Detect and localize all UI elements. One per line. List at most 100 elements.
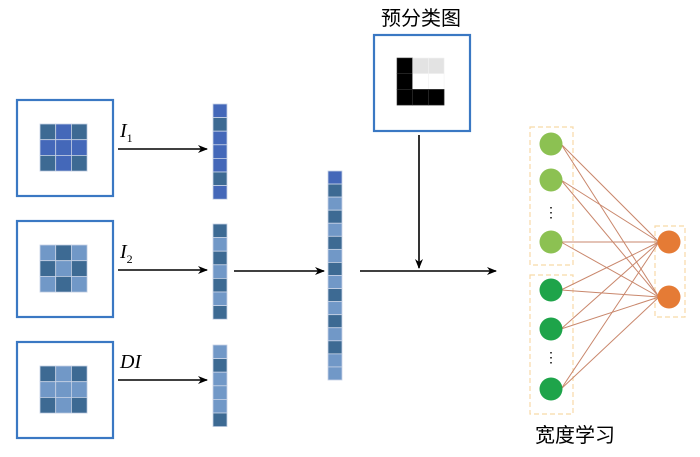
- input-vectors: [212, 103, 228, 428]
- network-edge: [560, 179, 660, 243]
- preclass-cell: [428, 57, 445, 74]
- feature-node: [539, 168, 563, 192]
- label-subscript: 1: [127, 131, 133, 145]
- preclass-cell: [396, 89, 413, 106]
- network-edge: [560, 296, 660, 330]
- network-edge: [560, 241, 660, 291]
- vector-cell-i1: [212, 157, 228, 173]
- vector-cell-i2: [212, 237, 228, 252]
- vector-cell-i1: [212, 171, 228, 187]
- label-subscript: 2: [127, 252, 133, 266]
- vector-cell-di: [212, 371, 228, 387]
- concat-vector-cell: [327, 262, 343, 276]
- vector-cell-di: [212, 412, 228, 428]
- vector-cell-i2: [212, 250, 228, 266]
- broad-learning-title: 宽度学习: [535, 423, 615, 447]
- vector-cell-di: [212, 358, 228, 373]
- preclass-cell: [412, 73, 429, 90]
- feature-group-box: [529, 126, 574, 266]
- vector-cell-i1: [212, 117, 228, 132]
- preclass-cell: [428, 73, 445, 90]
- vector-cell-i2: [212, 264, 228, 279]
- vector-cell-i2: [212, 291, 228, 307]
- concat-vector-cell: [327, 248, 343, 263]
- network-edge: [560, 143, 660, 298]
- concat-vector-cell: [327, 353, 343, 368]
- preclass-cell: [412, 57, 429, 74]
- output-node: [657, 285, 681, 309]
- preclass-cell: [412, 89, 429, 106]
- label-i2: I2: [119, 241, 133, 266]
- vector-cell-i2: [212, 305, 228, 320]
- concat-vector-cell: [327, 340, 343, 355]
- input-cell-di: [71, 396, 88, 414]
- concatenated-feature-vector: [327, 170, 343, 381]
- network-edges: [560, 143, 660, 390]
- input-cell-di: [71, 381, 88, 398]
- input-cell-i1: [39, 123, 57, 141]
- input-cell-di: [55, 381, 72, 398]
- network-edge: [560, 289, 660, 298]
- preclass-cell: [428, 89, 445, 106]
- input-cell-i1: [39, 154, 57, 172]
- vector-cell-i1: [212, 103, 228, 119]
- input-cell-di: [71, 365, 88, 383]
- label-i1: I1: [119, 120, 133, 145]
- network-edge: [560, 143, 660, 243]
- ellipsis-group2: ⋮: [544, 350, 558, 366]
- input-cell-i1: [55, 154, 72, 172]
- concat-vector-cell: [327, 170, 343, 185]
- concat-vector-cell: [327, 366, 343, 381]
- enhancement-node: [539, 317, 563, 341]
- input-cell-i1: [71, 123, 88, 141]
- input-cell-i2: [71, 260, 88, 277]
- preclass-title: 预分类图: [381, 6, 461, 30]
- concat-vector-cell: [327, 288, 343, 303]
- input-cell-di: [55, 365, 72, 383]
- input-cell-i2: [39, 244, 57, 262]
- input-images: [15, 98, 115, 440]
- concat-vector-cell: [327, 196, 343, 211]
- input-cell-i2: [39, 260, 57, 277]
- input-cell-i2: [55, 260, 72, 277]
- input-cell-i1: [71, 139, 88, 156]
- vector-cell-i1: [212, 185, 228, 200]
- concat-vector-cell: [327, 222, 343, 237]
- concat-vector-cell: [327, 327, 343, 342]
- input-cell-i1: [71, 154, 88, 172]
- concat-vector-cell: [327, 275, 343, 289]
- input-cell-i2: [55, 275, 72, 293]
- output-node: [657, 230, 681, 254]
- vector-cell-di: [212, 385, 228, 400]
- network-edge: [560, 179, 660, 298]
- enhancement-node: [539, 278, 563, 302]
- network-edge: [560, 241, 660, 390]
- network-edge: [560, 241, 660, 298]
- vector-cell-i1: [212, 144, 228, 159]
- concat-vector-cell: [327, 301, 343, 316]
- input-cell-di: [39, 396, 57, 414]
- concat-vector-cell: [327, 209, 343, 224]
- vector-cell-di: [212, 398, 228, 414]
- preclass-grid: [396, 57, 445, 106]
- network-nodes: [539, 132, 681, 401]
- enhancement-node: [539, 377, 563, 401]
- feature-node: [539, 230, 563, 254]
- input-cell-i1: [55, 139, 72, 156]
- concat-vector-cell: [327, 235, 343, 250]
- input-cell-i1: [39, 139, 57, 156]
- input-cell-i2: [39, 275, 57, 293]
- input-cell-i2: [55, 244, 72, 262]
- vector-cell-i1: [212, 130, 228, 146]
- network-edge: [560, 241, 660, 330]
- vector-cell-i2: [212, 223, 228, 239]
- input-cell-i1: [55, 123, 72, 141]
- input-cell-i2: [71, 275, 88, 293]
- network-edge: [560, 296, 660, 390]
- input-cell-i2: [71, 244, 88, 262]
- concat-vector-cell: [327, 314, 343, 329]
- enhancement-group-box: [529, 274, 574, 415]
- preclass-cell: [396, 57, 413, 74]
